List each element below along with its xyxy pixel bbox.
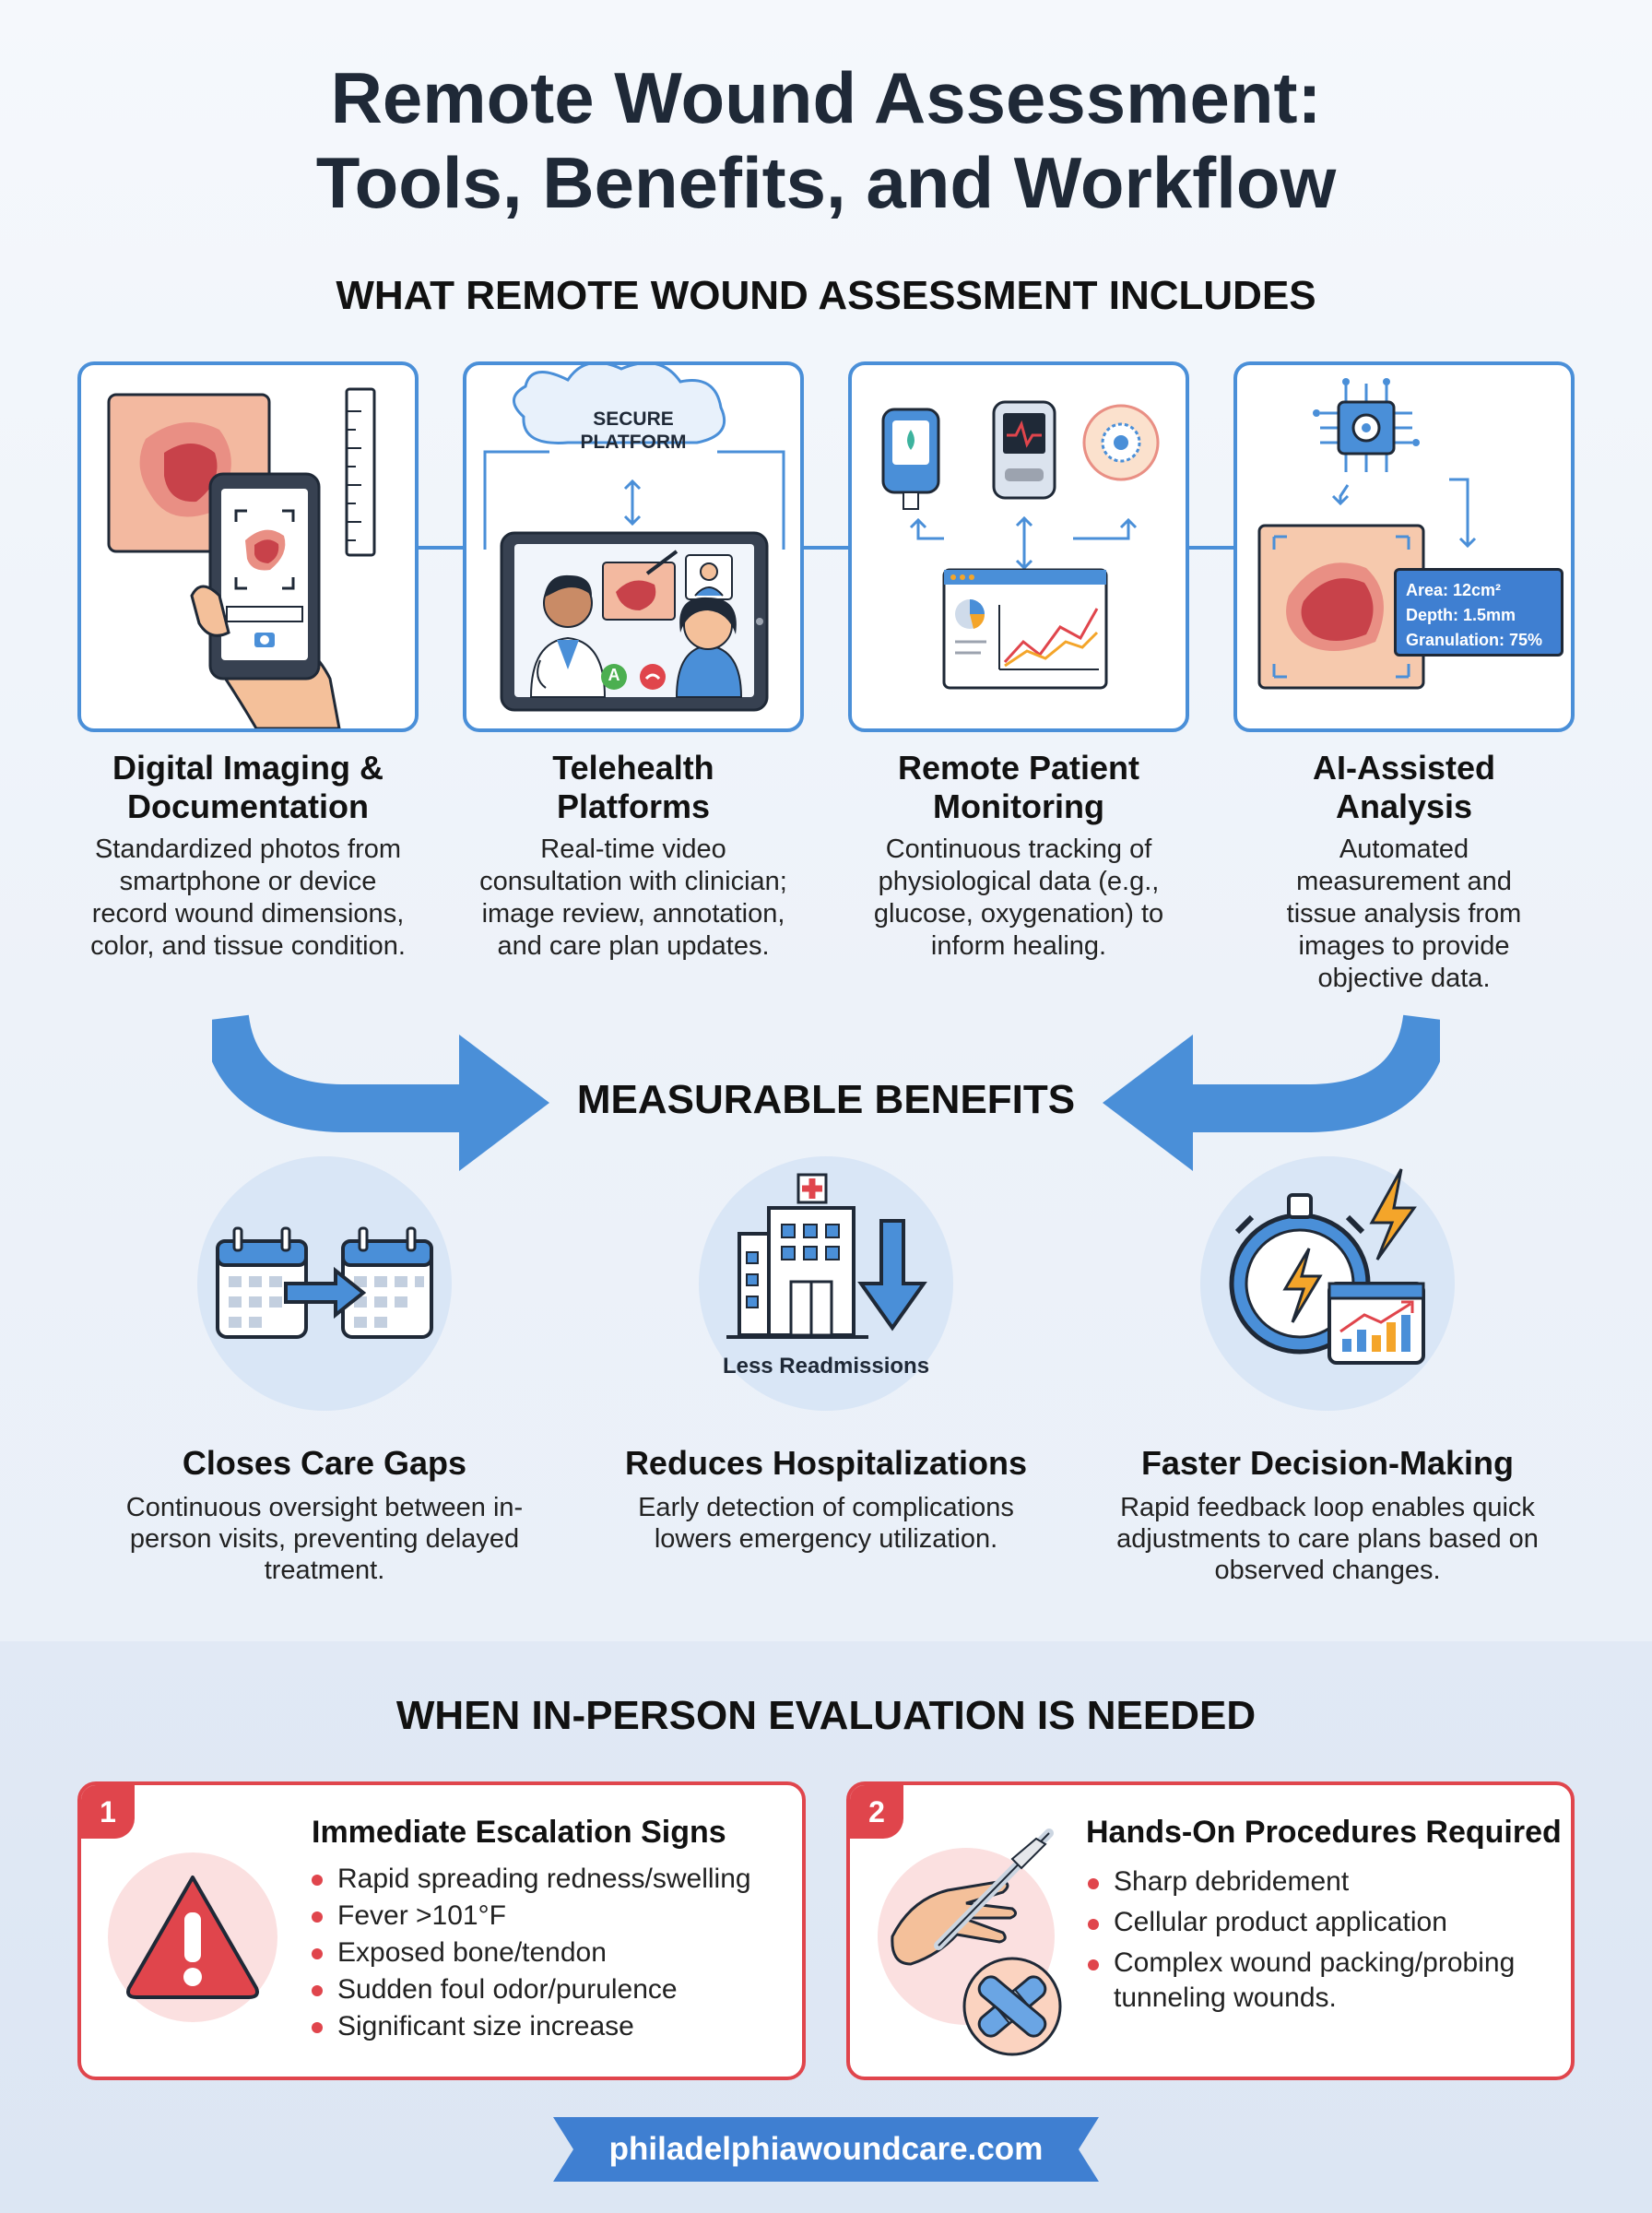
footer-ribbon: philadelphiawoundcare.com [553,2117,1099,2182]
ai-readout-box: Area: 12cm² Depth: 1.5mm Granulation: 75… [1394,568,1564,657]
benefit-circle-3 [1200,1156,1455,1411]
list-item: Significant size increase [310,2008,789,2045]
page-title: Remote Wound Assessment: Tools, Benefits… [0,55,1652,225]
monitoring-card [848,361,1189,732]
includes-title-1-line-2: Documentation [126,787,369,825]
telehealth-card: SECURE PLATFORM A [463,361,804,732]
benefit-desc-1: Continuous oversight between in-person v… [125,1493,524,1585]
title-line-2: Tools, Benefits, and Workflow [315,142,1337,223]
benefit-desc-2: Early detection of complications lowers … [638,1493,1014,1554]
benefits-heading: MEASURABLE BENEFITS [576,1077,1076,1122]
procedures-card: 2 Hands-On Procedures Required Sharp deb… [846,1781,1575,2080]
includes-title-4-line-2: Analysis [1335,787,1473,825]
benefit-desc-3: Rapid feedback loop enables quick adjust… [1116,1493,1539,1585]
includes-title-3-line-2: Monitoring [933,787,1104,825]
calendar-transfer-icon [216,1226,433,1339]
connector-line [1189,546,1235,550]
card-number-2: 2 [850,1785,903,1839]
cloud-label: SECURE PLATFORM [548,408,719,454]
footer-url-link[interactable]: philadelphiawoundcare.com [608,2131,1044,2167]
imaging-card [77,361,419,732]
connector-line [804,546,850,550]
includes-heading: WHAT REMOTE WOUND ASSESSMENT INCLUDES [336,273,1316,318]
procedures-title: Hands-On Procedures Required [1086,1815,1562,1850]
list-item: Cellular product application [1086,1905,1547,1940]
list-item: Rapid spreading redness/swelling [310,1861,789,1898]
ribbon-shape [553,2117,1099,2182]
includes-title-2-line-2: Platforms [556,787,711,825]
list-item: Exposed bone/tendon [310,1935,789,1971]
card-number-1: 1 [81,1785,135,1839]
hospital-decrease-icon [726,1173,927,1339]
curved-arrow-left-icon [1103,1013,1440,1171]
connector-line [419,546,465,550]
curved-arrow-right-icon [212,1013,549,1171]
ai-analysis-illustration [1257,378,1477,690]
includes-title-2-line-1: Telehealth [552,749,714,787]
ai-area-value: Area: 12cm² [1406,581,1502,599]
inperson-heading: WHEN IN-PERSON EVALUATION IS NEEDED [395,1693,1257,1738]
escalation-signs-card: 1 Immediate Escalation Signs Rapid sprea… [77,1781,806,2080]
ai-analysis-card: Area: 12cm² Depth: 1.5mm Granulation: 75… [1233,361,1575,732]
ai-depth-value: Depth: 1.5mm [1406,606,1516,624]
procedures-list: Sharp debridement Cellular product appli… [1086,1864,1547,2016]
less-readmissions-caption: Less Readmissions [722,1354,930,1379]
includes-desc-4: Automated measurement and tissue analysi… [1286,834,1522,993]
warning-icon [108,1852,277,2022]
list-item: Complex wound packing/probing tunneling … [1086,1946,1547,2016]
includes-desc-1: Standardized photos from smartphone or d… [90,834,406,961]
stopwatch-lightning-icon [1229,1168,1425,1365]
includes-desc-2: Real-time video consultation with clinic… [479,834,787,961]
cloud-label-line-2: PLATFORM [580,432,687,453]
includes-title-1: Digital Imaging &Documentation [54,749,442,826]
benefit-circle-2: Less Readmissions [699,1156,953,1411]
avatar-letter: A [608,666,620,684]
ai-granulation-value: Granulation: 75% [1406,631,1543,649]
smartphone-wound-photo-illustration [107,387,376,730]
includes-title-3-line-1: Remote Patient [897,749,1140,787]
title-line-1: Remote Wound Assessment: [330,57,1322,138]
cloud-label-line-1: SECURE [593,408,674,430]
escalation-list: Rapid spreading redness/swelling Fever >… [310,1861,789,2045]
escalation-title: Immediate Escalation Signs [312,1815,726,1850]
hand-scalpel-bandage-icon [878,1828,1062,2056]
benefit-circle-1 [197,1156,452,1411]
list-item: Fever >101°F [310,1898,789,1935]
benefit-title-2: Reduces Hospitalizations [624,1444,1028,1482]
includes-title-1-line-1: Digital Imaging & [112,749,384,787]
includes-title-4-line-1: AI-Assisted [1312,749,1496,787]
list-item: Sharp debridement [1086,1864,1547,1899]
list-item: Sudden foul odor/purulence [310,1971,789,2008]
benefit-title-1: Closes Care Gaps [182,1444,467,1482]
benefit-title-3: Faster Decision-Making [1140,1444,1515,1482]
remote-monitoring-illustration [881,400,1160,690]
telehealth-illustration [483,365,785,712]
includes-desc-3: Continuous tracking of physiological dat… [873,834,1164,961]
